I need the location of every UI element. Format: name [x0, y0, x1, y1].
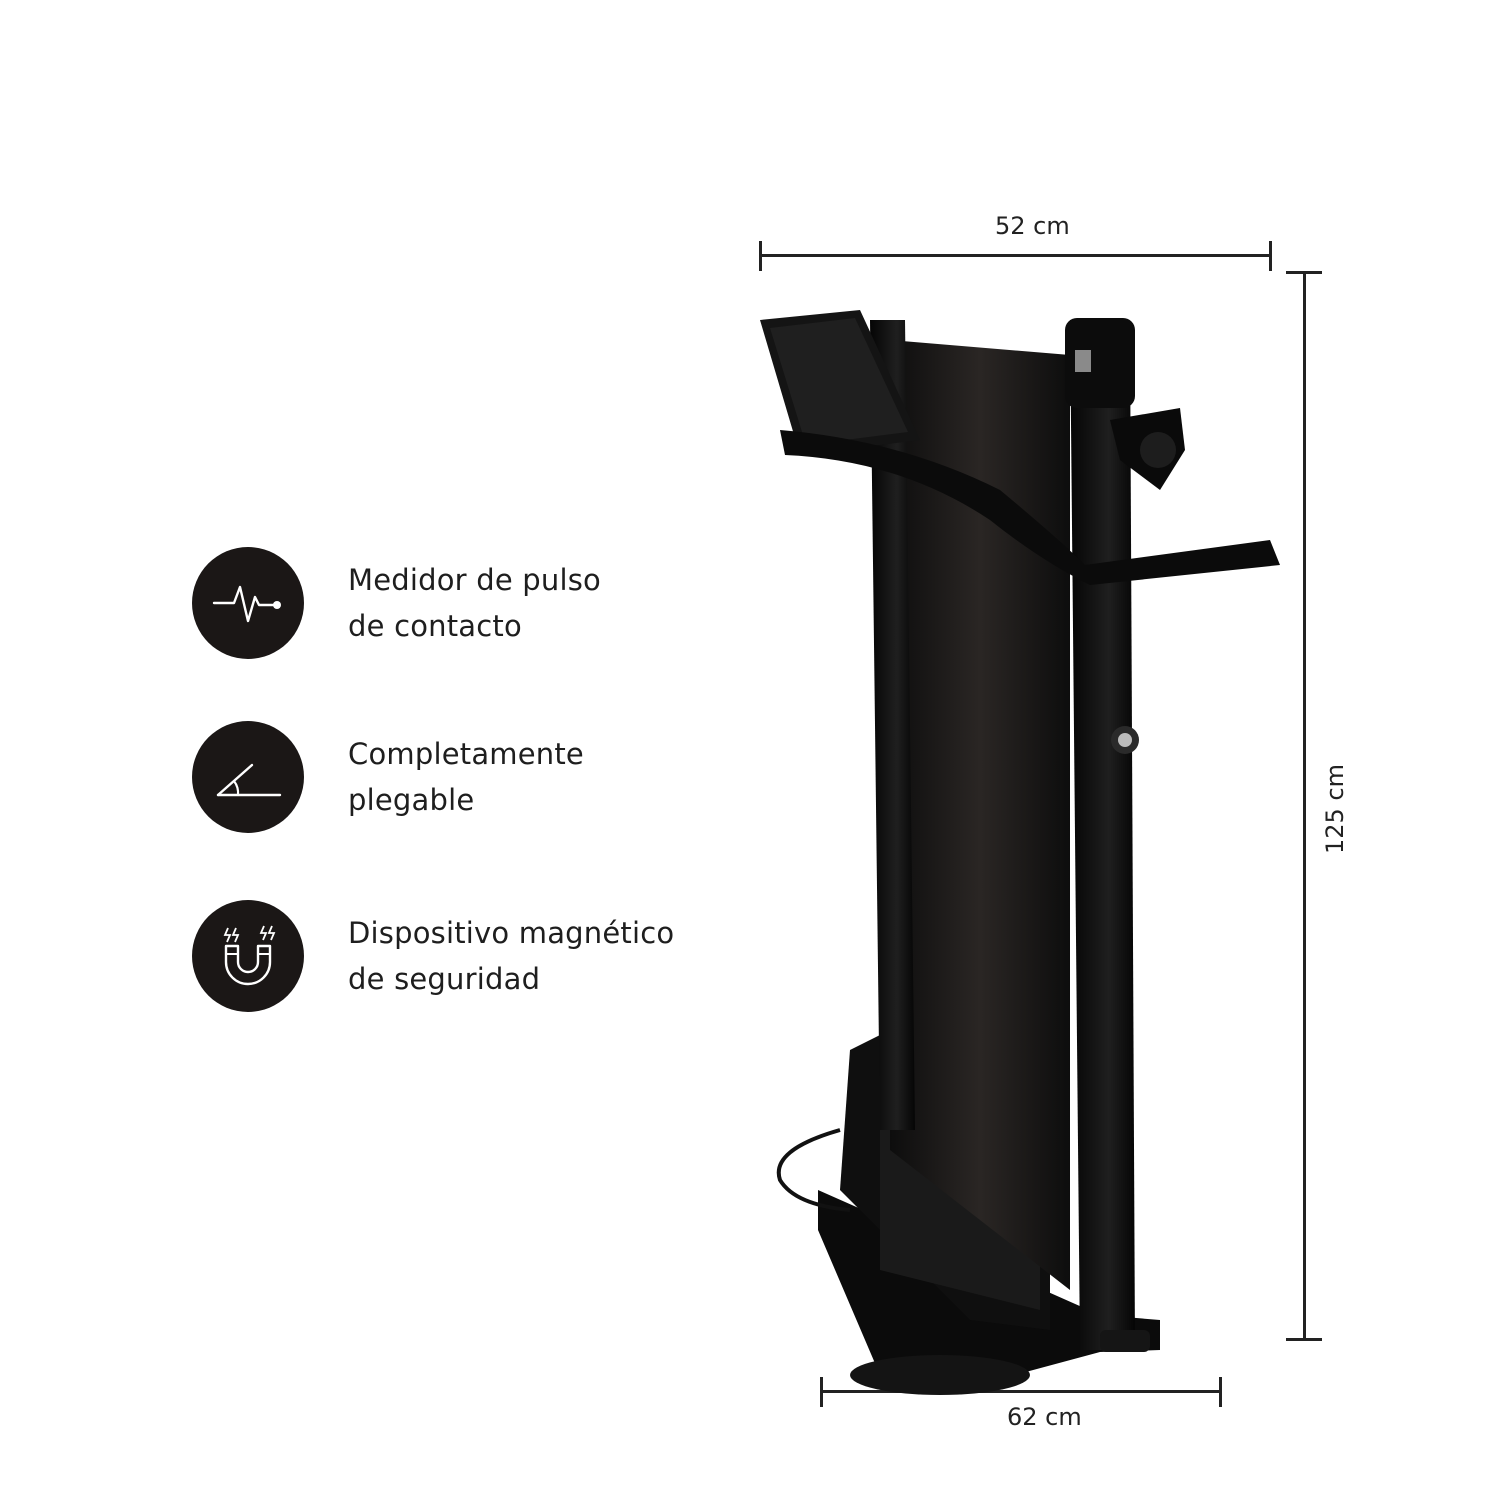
feature-pulse: Medidor de pulso de contacto	[192, 547, 708, 659]
bottom-width-line	[820, 1390, 1222, 1393]
feature-magnetic: Dispositivo magnético de seguridad	[192, 900, 708, 1012]
height-tick-bottom	[1286, 1338, 1322, 1341]
bottom-width-tick-left	[820, 1377, 823, 1407]
top-width-tick-left	[759, 241, 762, 271]
height-label: 125 cm	[1321, 763, 1350, 855]
height-line	[1303, 272, 1306, 1340]
fold-angle-icon	[192, 721, 304, 833]
bottom-width-label: 62 cm	[1007, 1403, 1082, 1431]
feature-magnetic-line2: de seguridad	[348, 962, 541, 996]
feature-foldable-line2: plegable	[348, 783, 475, 817]
feature-pulse-line2: de contacto	[348, 609, 522, 643]
folded-treadmill-image	[740, 290, 1300, 1404]
heartbeat-pulse-icon	[192, 547, 304, 659]
top-width-label: 52 cm	[995, 212, 1070, 240]
feature-pulse-line1: Medidor de pulso	[348, 563, 601, 597]
feature-foldable-line1: Completamente	[348, 737, 584, 771]
top-width-tick-right	[1269, 241, 1272, 271]
bottom-width-tick-right	[1219, 1377, 1222, 1407]
top-width-line	[760, 254, 1272, 257]
feature-magnetic-line1: Dispositivo magnético	[348, 916, 675, 950]
height-tick-top	[1286, 271, 1322, 274]
feature-foldable: Completamente plegable	[192, 721, 708, 833]
magnet-icon	[192, 900, 304, 1012]
